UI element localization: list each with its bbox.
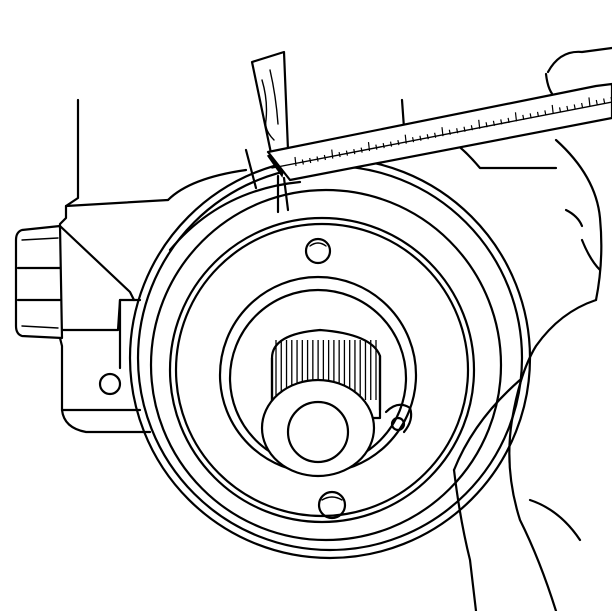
ruler-tick: [426, 134, 429, 140]
ruler-tick: [551, 104, 554, 114]
ruler-tick: [338, 151, 341, 158]
top-bolt-hole: [304, 237, 332, 265]
hex-nut: [14, 224, 64, 340]
ruler-tick: [536, 111, 540, 118]
ruler-tick: [367, 142, 371, 152]
ruler-tick: [323, 154, 326, 161]
ruler-tick: [500, 119, 503, 125]
ruler-tick: [529, 113, 532, 119]
plate-bolt-holes: [304, 237, 347, 520]
ruler-tick: [360, 147, 363, 153]
ruler-tick: [316, 156, 319, 162]
housing-bolt-hole: [98, 372, 122, 396]
shaft-center-bore: [286, 400, 350, 464]
ruler-tick: [411, 137, 415, 143]
housing-outline: [56, 98, 170, 434]
ruler-tick: [419, 135, 422, 141]
ruler-tick: [522, 114, 525, 120]
ruler-tick: [603, 98, 606, 104]
ruler-tick: [389, 141, 393, 147]
ruler-tick: [463, 126, 466, 132]
snap-ring-hole: [390, 416, 406, 432]
ruler-tick: [514, 112, 518, 122]
ruler-tick: [507, 117, 510, 123]
ruler-tick: [470, 125, 473, 131]
ruler-tick: [588, 97, 591, 107]
ruler-tick: [434, 132, 437, 138]
retainer-plate: [168, 216, 476, 524]
ruler-tick: [478, 119, 481, 129]
ruler-tick: [345, 150, 349, 156]
ruler-tick: [397, 140, 400, 146]
ruler-tick: [492, 120, 496, 126]
ruler-tick: [441, 127, 444, 137]
ruler-tick: [382, 143, 385, 149]
ruler-tick: [544, 110, 547, 116]
ruler-tick: [375, 144, 378, 150]
steel-ruler: [266, 82, 612, 182]
ruler-tick: [573, 104, 576, 110]
ruler-tick: [581, 102, 584, 109]
ruler-tick: [566, 105, 569, 112]
ruler-tick: [331, 149, 334, 159]
ruler-tick: [301, 159, 304, 165]
ruler-tick: [456, 128, 459, 134]
splined-shaft: [260, 328, 382, 478]
ruler-tick: [448, 129, 451, 135]
bottom-bolt-hole: [317, 490, 347, 520]
ruler-tick: [558, 107, 562, 113]
ruler-tick: [294, 156, 297, 167]
ruler-tick: [595, 99, 598, 106]
ruler-tick: [404, 134, 407, 144]
ruler-tick: [485, 122, 488, 128]
ruler-ticks: [294, 96, 612, 167]
ruler-tick: [353, 148, 356, 155]
ruler-tick: [309, 157, 312, 164]
